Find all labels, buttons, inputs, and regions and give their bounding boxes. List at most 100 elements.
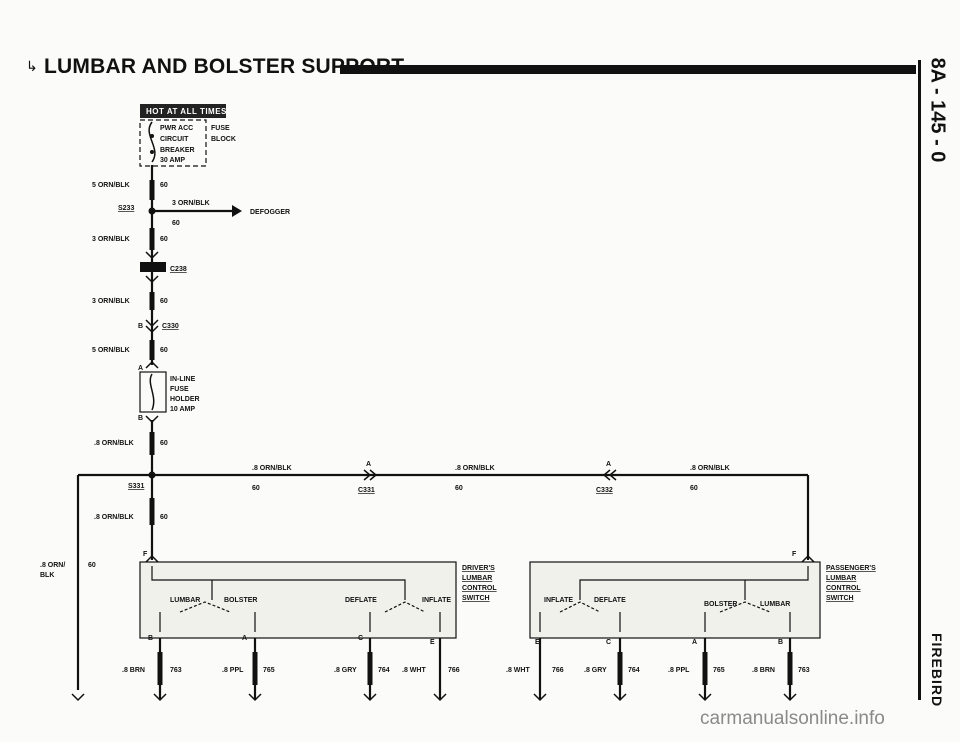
connector-c238-label: C238 [170, 266, 187, 273]
driver-label-bolster: BOLSTER [224, 597, 257, 604]
hot-at-all-times-banner [140, 104, 226, 118]
defogger-wire-label: 3 ORN/BLK [172, 200, 210, 207]
passenger-pin-f-label: F [792, 551, 797, 558]
connector-c332-icon [602, 469, 617, 481]
bus-left-wire-label: .8 ORN/BLK [252, 465, 292, 472]
circuit-label-w5: 60 [160, 440, 168, 447]
title-rule [340, 65, 916, 74]
connector-c332-label: C332 [596, 487, 613, 494]
passenger-pin-e: E [535, 639, 540, 646]
page-title: LUMBAR AND BOLSTER SUPPORT [44, 55, 405, 78]
bus-mid-circuit-label: 60 [455, 485, 463, 492]
fuse-pin-b-label: B [138, 415, 143, 422]
driver-label-inflate: INFLATE [422, 597, 451, 604]
breaker-line-3: BREAKER [160, 147, 195, 154]
watermark: carmanualsonline.info [700, 708, 885, 729]
fuse-block-outline [139, 119, 207, 167]
splice-s233-dot [148, 207, 156, 215]
driver-out-b-circuit: 763 [170, 667, 182, 674]
driver-switch-name-2: LUMBAR [462, 575, 492, 582]
c331-pin-label: A [366, 461, 371, 468]
passenger-pin-c: C [606, 639, 611, 646]
driver-out-c-circuit: 764 [378, 667, 390, 674]
circuit-label-w6: 60 [160, 514, 168, 521]
driver-pin-f-label: F [143, 551, 148, 558]
driver-out-a-wire: .8 PPL [222, 667, 244, 674]
bus-right-circuit-label: 60 [690, 485, 698, 492]
passenger-out-b-circuit: 763 [798, 667, 810, 674]
driver-label-lumbar: LUMBAR [170, 597, 200, 604]
driver-switch-name-1: DRIVER'S [462, 565, 495, 572]
fuse-block-line-1: FUSE [211, 125, 230, 132]
passenger-switch-name-3: CONTROL [826, 585, 861, 592]
breaker-line-1: PWR ACC [160, 125, 193, 132]
defogger-circuit-label: 60 [172, 220, 180, 227]
driver-out-e-circuit: 766 [448, 667, 460, 674]
passenger-out-a-wire: .8 PPL [668, 667, 690, 674]
left-drop-wire-label-1: .8 ORN/ [40, 562, 65, 569]
passenger-out-a-circuit: 765 [713, 667, 725, 674]
wire-label-w2: 3 ORN/BLK [92, 236, 130, 243]
wire-label-w6: .8 ORN/BLK [94, 514, 134, 521]
bus-mid-wire-label: .8 ORN/BLK [455, 465, 495, 472]
passenger-out-c-circuit: 764 [628, 667, 640, 674]
fuse-holder-line-3: HOLDER [170, 396, 200, 403]
driver-pin-c: C [358, 635, 363, 642]
connector-c330-label: C330 [162, 323, 179, 330]
defogger-label: DEFOGGER [250, 209, 290, 216]
circuit-label-w2: 60 [160, 236, 168, 243]
defogger-arrow-icon [232, 205, 242, 217]
circuit-breaker-icon [148, 121, 156, 163]
title-arrow-icon: ↳ [26, 58, 38, 74]
passenger-inflate-deflate-contact-icon [559, 601, 601, 613]
passenger-out-c-wire: .8 GRY [584, 667, 607, 674]
splice-s331-dot [148, 471, 156, 479]
wire-label-w3: 3 ORN/BLK [92, 298, 130, 305]
passenger-out-e-circuit: 766 [552, 667, 564, 674]
passenger-label-deflate: DEFLATE [594, 597, 626, 604]
driver-pin-b: B [148, 635, 153, 642]
wire-label-w4: 5 ORN/BLK [92, 347, 130, 354]
driver-out-e-wire: .8 WHT [402, 667, 426, 674]
connector-c238-block [140, 262, 166, 272]
fuse-holder-box [139, 371, 167, 413]
splice-s233-label: S233 [118, 205, 134, 212]
driver-switch-name-4: SWITCH [462, 595, 490, 602]
breaker-line-4: 30 AMP [160, 157, 185, 164]
passenger-label-lumbar: LUMBAR [760, 601, 790, 608]
driver-switch-name-3: CONTROL [462, 585, 497, 592]
passenger-switch-name-1: PASSENGER'S [826, 565, 876, 572]
passenger-switch-name-4: SWITCH [826, 595, 854, 602]
c332-pin-label: A [606, 461, 611, 468]
driver-deflate-inflate-contact-icon [384, 601, 426, 613]
driver-label-deflate: DEFLATE [345, 597, 377, 604]
passenger-switch-name-2: LUMBAR [826, 575, 856, 582]
passenger-pin-a: A [692, 639, 697, 646]
bus-right-wire-label: .8 ORN/BLK [690, 465, 730, 472]
bus-left-circuit-label: 60 [252, 485, 260, 492]
fuse-icon [149, 373, 155, 411]
passenger-switch-box [529, 561, 821, 639]
left-drop-circuit-label: 60 [88, 562, 96, 569]
passenger-pin-b: B [778, 639, 783, 646]
fuse-holder-line-2: FUSE [170, 386, 189, 393]
circuit-label-w3: 60 [160, 298, 168, 305]
driver-switch-box [139, 561, 457, 639]
passenger-out-e-wire: .8 WHT [506, 667, 530, 674]
wire-label-w1: 5 ORN/BLK [92, 182, 130, 189]
splice-s331-label: S331 [128, 483, 144, 490]
passenger-bolster-lumbar-contact-icon [719, 601, 771, 613]
driver-pin-a: A [242, 635, 247, 642]
breaker-line-2: CIRCUIT [160, 136, 189, 143]
wire-label-w5: .8 ORN/BLK [94, 440, 134, 447]
circuit-label-w1: 60 [160, 182, 168, 189]
left-drop-wire-label-2: BLK [40, 572, 54, 579]
hot-label: HOT AT ALL TIMES [146, 107, 227, 116]
driver-out-a-circuit: 765 [263, 667, 275, 674]
driver-lumbar-bolster-contact-icon [179, 601, 231, 613]
c330-pin-label: B [138, 323, 143, 330]
passenger-out-b-wire: .8 BRN [752, 667, 775, 674]
fuse-holder-line-1: IN-LINE [170, 376, 196, 383]
fuse-pin-a-label: A [138, 365, 143, 372]
